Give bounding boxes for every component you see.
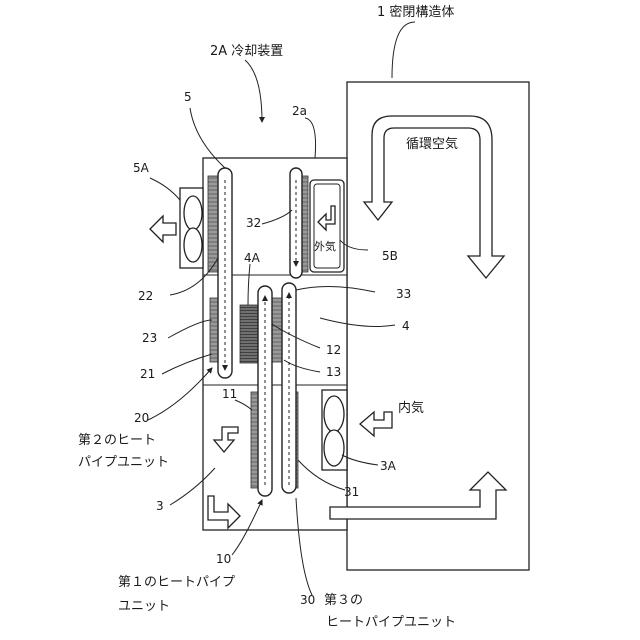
fan-blade-icon — [324, 396, 344, 432]
circulating-air-text: 循環空気 — [406, 136, 458, 152]
label-3: 3 — [156, 499, 164, 513]
label-4: 4 — [402, 319, 410, 333]
fin-block-upper-left — [208, 176, 218, 272]
unit2-title-line1: 第２のヒート — [78, 433, 156, 448]
label-5: 5 — [184, 90, 192, 104]
label-31: 31 — [344, 485, 359, 499]
label-20: 20 — [134, 411, 149, 425]
unit2-title-line2: パイプユニット — [78, 455, 169, 470]
leader-line-2A — [245, 60, 262, 122]
label-13: 13 — [326, 365, 341, 379]
leader-line-1 — [392, 22, 415, 78]
unit1-title-line2: ユニット — [118, 599, 170, 614]
inside-air-text: 内気 — [398, 400, 424, 416]
leader-line-5A — [150, 178, 180, 200]
label-2a: 2a — [292, 104, 307, 118]
fan-blade-icon — [324, 430, 344, 466]
unit3-title-line2: ヒートパイプユニット — [326, 615, 456, 630]
outside-air-text: 外気 — [314, 239, 336, 253]
label-21: 21 — [140, 367, 155, 381]
label-33: 33 — [396, 287, 411, 301]
label-3A: 3A — [380, 459, 397, 473]
fan-blade-icon — [184, 228, 202, 262]
label-12: 12 — [326, 343, 341, 357]
label-11: 11 — [222, 387, 237, 401]
label-32: 32 — [246, 216, 261, 230]
label-30: 30 — [300, 593, 315, 607]
label-4A: 4A — [244, 251, 261, 265]
exhaust-arrow-icon — [150, 216, 176, 242]
label-5A: 5A — [133, 161, 150, 175]
unit3-title-line1: 第３の — [324, 593, 363, 608]
label-cooling-device: 2A 冷却装置 — [210, 44, 283, 59]
unit1-title-line1: 第１のヒートパイプ — [118, 575, 235, 590]
label-5B: 5B — [382, 249, 398, 263]
label-sealed-structure: 1 密閉構造体 — [377, 4, 454, 20]
outside-air-inlet-5B — [310, 180, 344, 272]
leader-line-2a — [305, 118, 316, 158]
label-22: 22 — [138, 289, 153, 303]
label-10: 10 — [216, 552, 231, 566]
fan-blade-icon — [184, 196, 202, 230]
label-23: 23 — [142, 331, 157, 345]
